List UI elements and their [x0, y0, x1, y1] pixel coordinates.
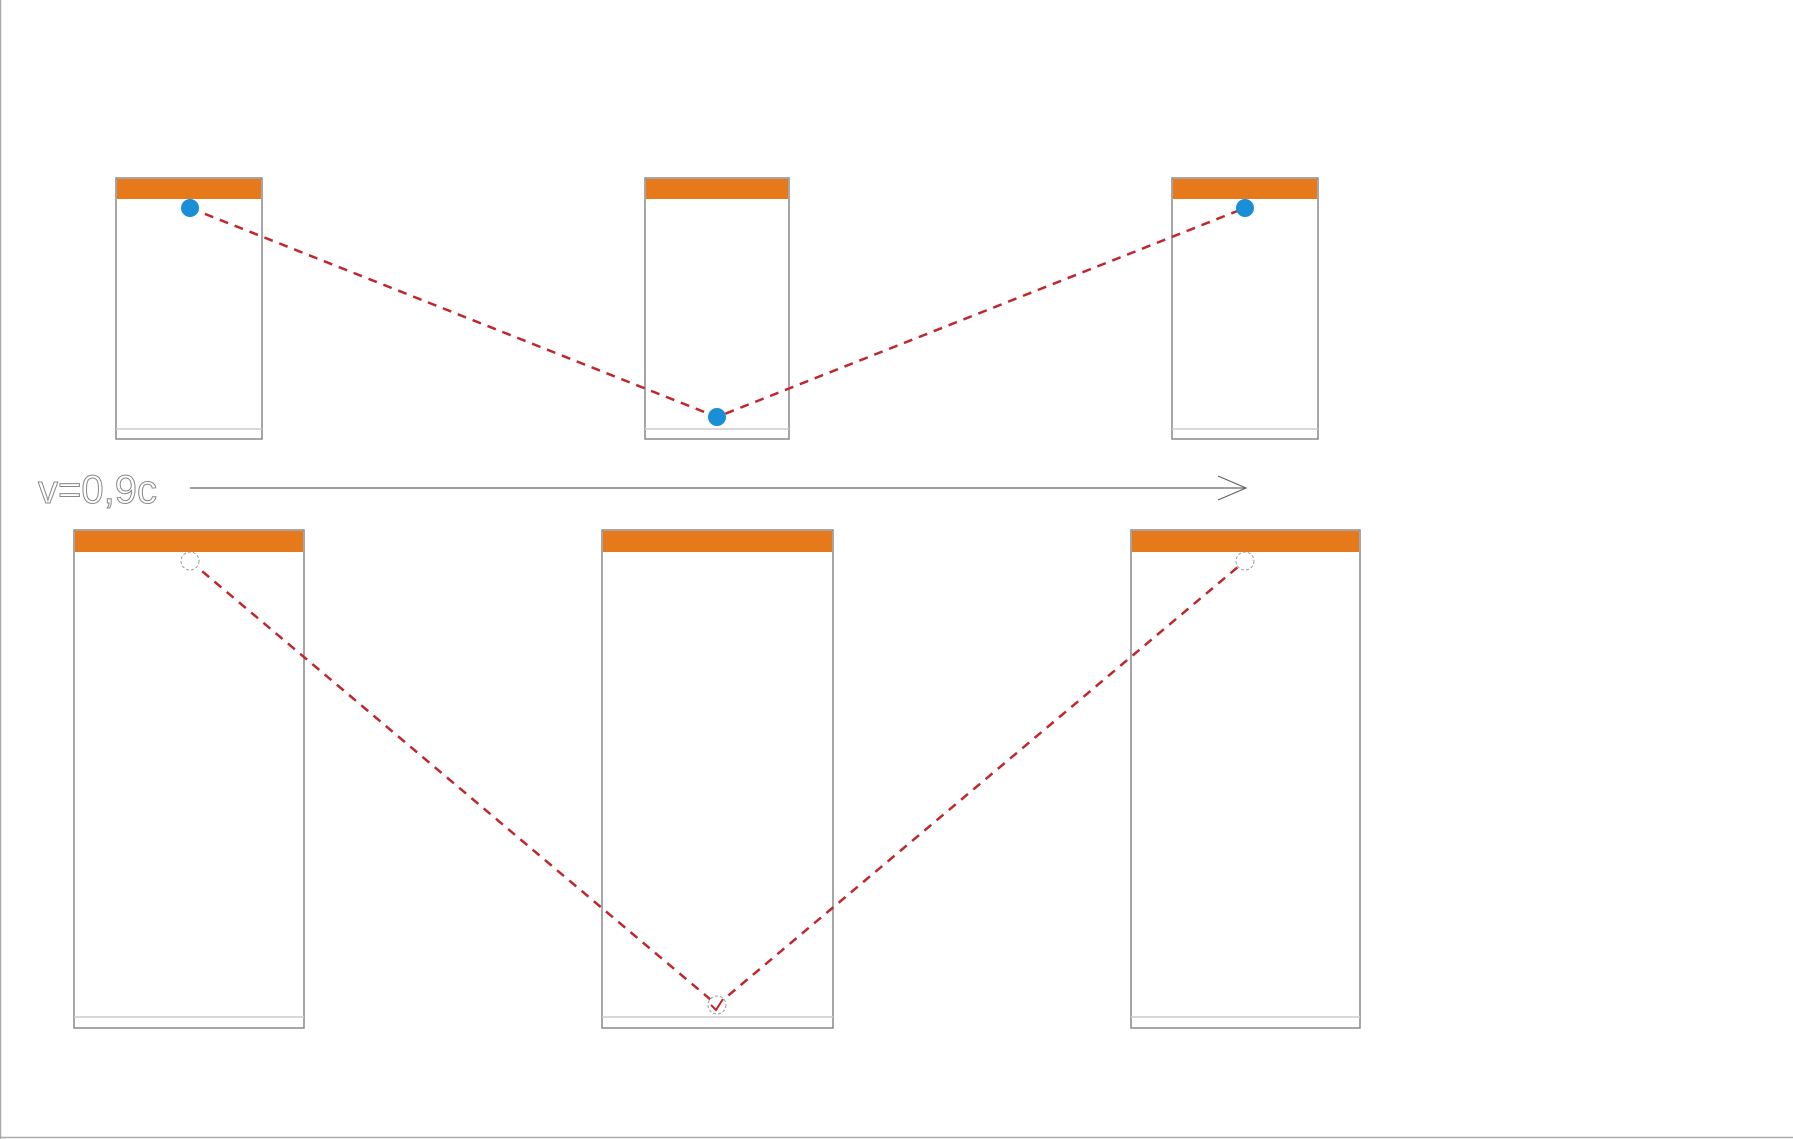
top-clock-3	[1171, 177, 1319, 440]
photon-dot	[181, 199, 199, 217]
clock-header	[646, 179, 788, 199]
clock-header	[603, 531, 832, 552]
clock-header	[75, 531, 303, 552]
clock-header	[1173, 179, 1317, 199]
clock-header	[117, 179, 261, 199]
bottom-clock-1	[73, 529, 305, 1029]
photon-dot	[1236, 199, 1254, 217]
clock-header	[1132, 531, 1359, 552]
reflection-mark-icon	[710, 998, 724, 1012]
photon-ghost	[180, 551, 200, 571]
velocity-label: v=0,9c	[38, 468, 157, 512]
top-clock-2	[644, 177, 790, 440]
velocity-arrow	[190, 475, 1248, 501]
photon-dot	[708, 408, 726, 426]
photon-ghost	[707, 995, 727, 1015]
top-clock-1	[115, 177, 263, 440]
bottom-clock-2	[601, 529, 834, 1029]
photon-ghost	[1235, 551, 1255, 571]
bottom-clock-3	[1130, 529, 1361, 1029]
